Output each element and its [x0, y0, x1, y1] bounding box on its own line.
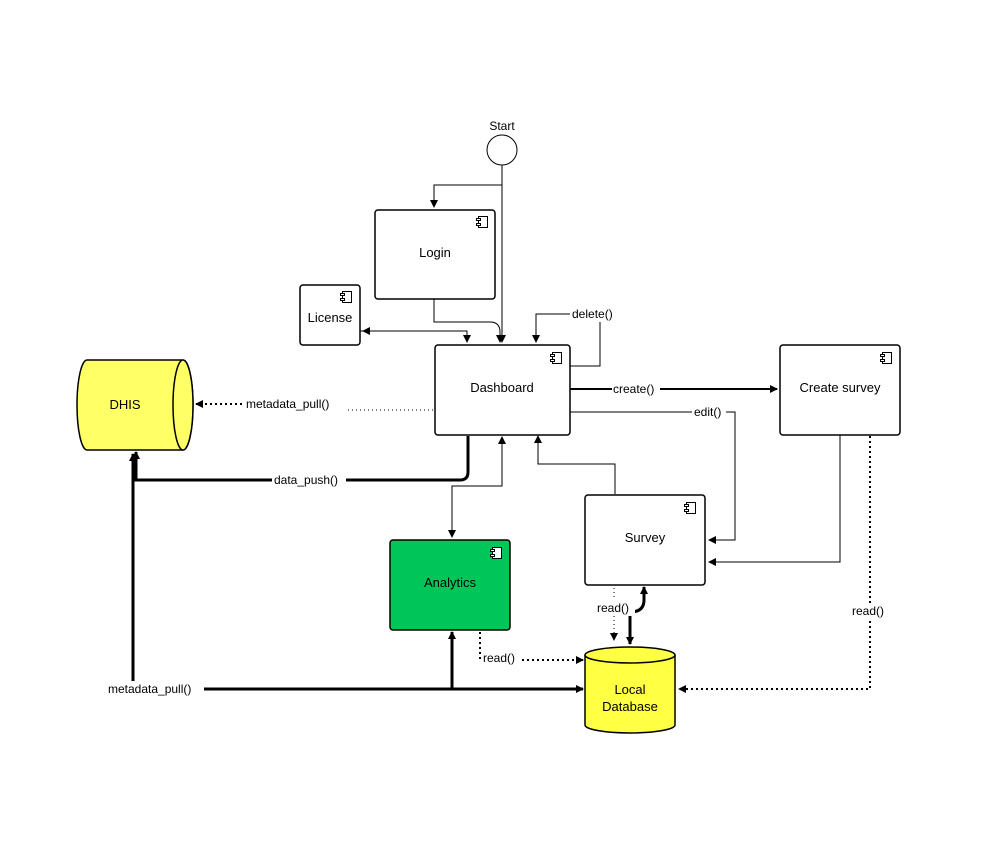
component-icon — [340, 291, 352, 303]
component-icon — [490, 547, 502, 559]
component-icon — [880, 352, 892, 364]
component-icon — [684, 502, 696, 514]
label-create: create() — [613, 382, 654, 396]
label-read-create-survey: read() — [852, 604, 884, 618]
edge-data-push — [132, 436, 470, 482]
survey-label: Survey — [625, 530, 666, 545]
edge-license-link-right — [360, 330, 471, 343]
edge-start-login — [430, 165, 503, 208]
create-survey-component[interactable]: Create survey — [779, 344, 901, 436]
survey-component[interactable]: Survey — [584, 494, 706, 586]
edge-dashboard-analytics — [448, 485, 500, 538]
edge-login-dashboard — [433, 299, 504, 343]
edge-create-survey-to-survey — [708, 435, 841, 566]
label-metadata-pull-top: metadata_pull() — [246, 397, 329, 411]
edge-read-create-survey — [678, 436, 871, 693]
label-edit: edit() — [694, 405, 721, 419]
component-icon — [476, 216, 488, 228]
login-component[interactable]: Login — [374, 209, 496, 300]
analytics-label: Analytics — [424, 575, 477, 590]
local-database-label-line1: Local — [614, 682, 645, 697]
label-delete: delete() — [572, 307, 613, 321]
start-node[interactable]: Start — [486, 119, 518, 166]
create-survey-label: Create survey — [800, 380, 881, 395]
local-database[interactable]: Local Database — [584, 646, 676, 734]
edge-read-analytics — [479, 632, 584, 664]
component-icon — [550, 352, 562, 364]
dashboard-component[interactable]: Dashboard — [434, 344, 571, 436]
edge-survey-dashboard — [534, 435, 616, 494]
label-data-push: data_push() — [274, 473, 338, 487]
edge-edit — [570, 411, 736, 544]
local-database-label-line2: Database — [602, 699, 658, 714]
edge-analytics-dashboard — [452, 436, 506, 487]
label-read-analytics: read() — [483, 651, 515, 665]
dhis-datastore[interactable]: DHIS — [76, 359, 194, 451]
label-metadata-pull-bottom: metadata_pull() — [108, 682, 191, 696]
dashboard-label: Dashboard — [470, 380, 534, 395]
label-read-survey: read() — [597, 601, 629, 615]
license-component[interactable]: License — [299, 284, 361, 346]
license-label: License — [308, 310, 353, 325]
edges — [129, 165, 871, 693]
dhis-label: DHIS — [109, 397, 140, 412]
start-label: Start — [489, 119, 515, 133]
edge-labels: delete() create() edit() metadata_pull()… — [106, 306, 890, 697]
analytics-component[interactable]: Analytics — [389, 539, 511, 631]
login-label: Login — [419, 245, 451, 260]
